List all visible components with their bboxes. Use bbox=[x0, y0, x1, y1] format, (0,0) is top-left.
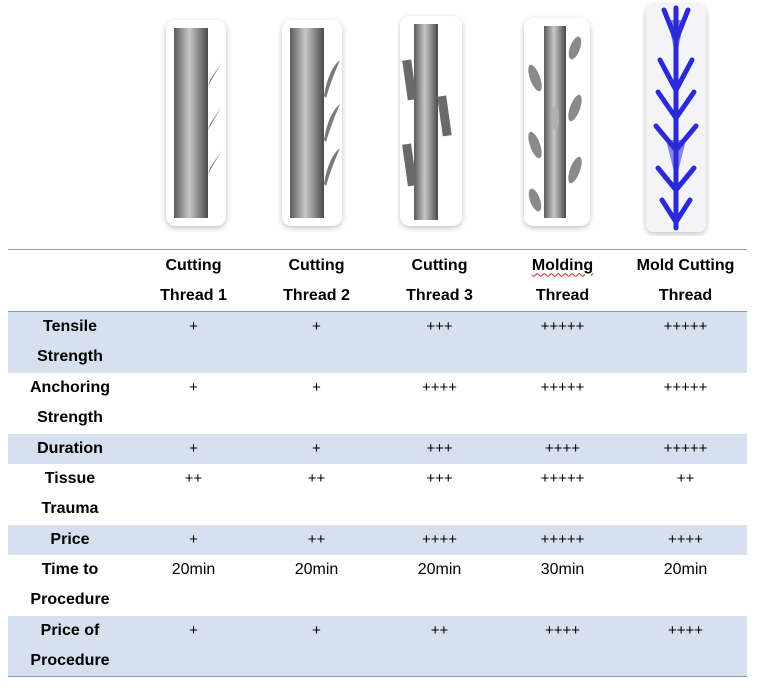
header-corner-cell bbox=[8, 249, 132, 312]
table-cell: ++++ bbox=[667, 530, 704, 548]
table-cell: ++ bbox=[307, 469, 326, 487]
header-line1: Cutting bbox=[288, 256, 345, 274]
header-cutting-thread-3: Cutting Thread 3 bbox=[378, 249, 501, 312]
header-mold-cutting-thread: Mold Cutting Thread bbox=[624, 249, 747, 312]
header-line2: Thread 1 bbox=[160, 286, 227, 304]
row-label: Time to Procedure bbox=[8, 555, 132, 616]
table-cell: + bbox=[189, 318, 198, 335]
table-cell: + bbox=[312, 621, 321, 639]
table-cell: 30min bbox=[540, 560, 585, 578]
row-label-line1: Duration bbox=[37, 439, 103, 457]
table-cell: 20min bbox=[171, 560, 216, 578]
table-cell: ++++ bbox=[544, 621, 581, 639]
header-line1: Mold Cutting bbox=[636, 256, 735, 274]
table-cell: +++ bbox=[426, 318, 453, 335]
row-label: Price of Procedure bbox=[8, 616, 132, 677]
table-cell: +++ bbox=[426, 439, 453, 457]
table-cell: + bbox=[189, 439, 198, 457]
table-cell: +++++ bbox=[540, 318, 585, 335]
row-label-line1: Tissue bbox=[44, 469, 96, 487]
table-cell: ++ bbox=[307, 530, 326, 548]
table-row: Duration + + +++ ++++ +++++ bbox=[8, 433, 747, 464]
header-line2: Thread 2 bbox=[283, 286, 350, 304]
table-cell: ++ bbox=[676, 469, 695, 487]
table-cell: + bbox=[312, 378, 321, 396]
header-line2: Thread 3 bbox=[406, 286, 473, 304]
table-cell: + bbox=[312, 439, 321, 457]
row-label-line2: Strength bbox=[37, 408, 103, 426]
table-cell: ++++ bbox=[667, 621, 704, 639]
thread-comparison-table: Cutting Thread 1 Cutting Thread 2 Cuttin… bbox=[8, 249, 747, 677]
header-line1: Molding bbox=[531, 256, 594, 274]
header-line2: Thread bbox=[535, 286, 590, 304]
table-cell: +++++ bbox=[663, 378, 708, 396]
row-label-line2: Strength bbox=[37, 348, 103, 365]
row-label-line1: Price bbox=[50, 530, 90, 548]
table-cell: 20min bbox=[663, 560, 708, 578]
table-cell: ++++ bbox=[421, 530, 458, 548]
table-cell: +++ bbox=[426, 469, 453, 487]
table-cell: ++++ bbox=[421, 378, 458, 396]
table-cell: 20min bbox=[417, 560, 462, 578]
thread-illustrations bbox=[0, 0, 758, 248]
row-label: Price bbox=[8, 525, 132, 555]
table-row: Price + ++ ++++ +++++ ++++ bbox=[8, 524, 747, 555]
table-cell: + bbox=[189, 530, 198, 548]
header-molding-thread: Molding Thread bbox=[501, 249, 624, 312]
row-label-line1: Price of bbox=[40, 621, 100, 639]
mold-cutting-thread-image bbox=[646, 4, 706, 232]
header-line1: Cutting bbox=[411, 256, 468, 274]
row-label-line2: Procedure bbox=[30, 590, 110, 608]
table-cell: ++++ bbox=[544, 439, 581, 457]
molding-thread-image bbox=[524, 18, 590, 226]
table-cell: +++++ bbox=[540, 469, 585, 487]
table-cell: +++++ bbox=[540, 530, 585, 548]
table-cell: ++ bbox=[430, 621, 449, 639]
table-cell: ++ bbox=[184, 469, 203, 487]
header-cutting-thread-2: Cutting Thread 2 bbox=[255, 249, 378, 312]
row-label-line1: Anchoring bbox=[30, 378, 110, 396]
cutting-thread-1-image bbox=[166, 20, 226, 226]
table-row: Price of Procedure + + ++ ++++ ++++ bbox=[8, 615, 747, 677]
table-cell: + bbox=[189, 621, 198, 639]
header-row: Cutting Thread 1 Cutting Thread 2 Cuttin… bbox=[8, 249, 747, 312]
header-cutting-thread-1: Cutting Thread 1 bbox=[132, 249, 255, 312]
table-cell: +++++ bbox=[540, 378, 585, 396]
table-cell: 20min bbox=[294, 560, 339, 578]
table-cell: + bbox=[312, 318, 321, 335]
cutting-thread-2-image bbox=[282, 20, 342, 226]
row-label-line1: Tensile bbox=[43, 318, 97, 335]
header-line1: Cutting bbox=[165, 256, 222, 274]
table-cell: +++++ bbox=[663, 318, 708, 335]
table-cell: + bbox=[189, 378, 198, 396]
cutting-thread-3-image bbox=[400, 16, 462, 226]
table-row: Time to Procedure 20min 20min 20min 30min… bbox=[8, 555, 747, 616]
row-label-line2: Trauma bbox=[41, 499, 99, 517]
row-label-line1: Time to bbox=[41, 560, 99, 578]
row-label-line2: Procedure bbox=[30, 651, 110, 669]
header-line2: Thread bbox=[658, 286, 713, 304]
table-cell: +++++ bbox=[663, 439, 708, 457]
row-label: Duration bbox=[8, 434, 132, 464]
